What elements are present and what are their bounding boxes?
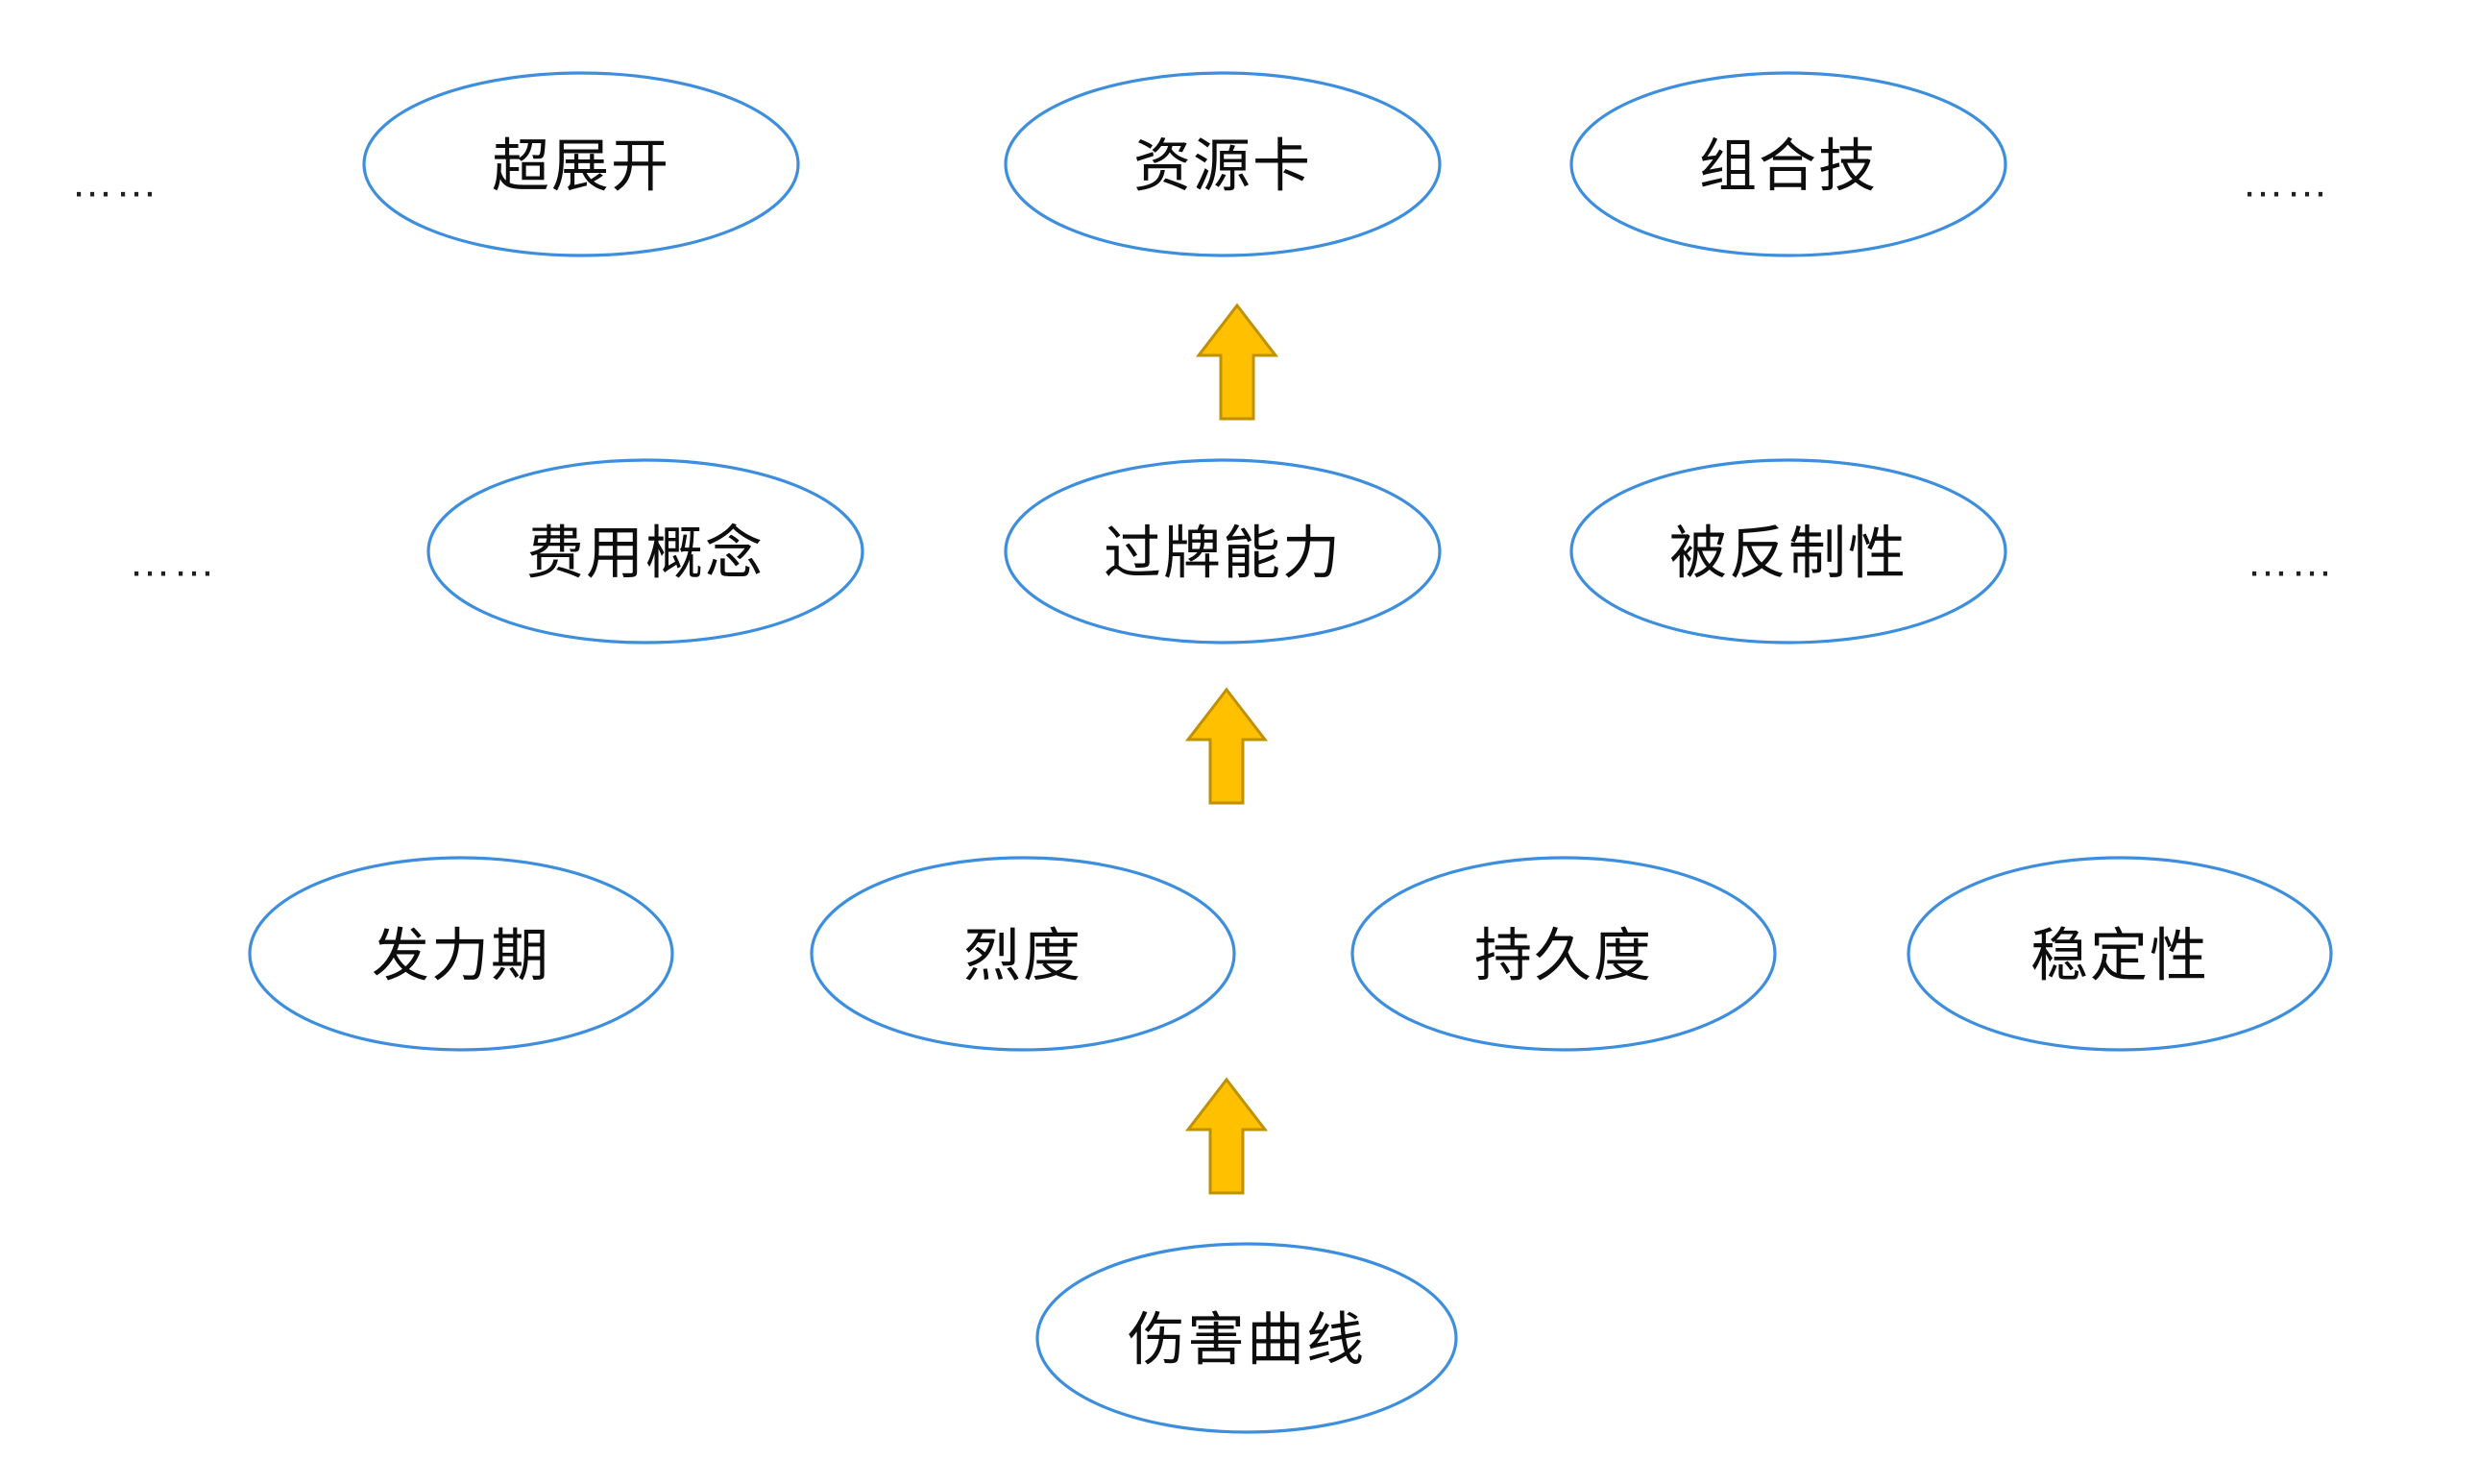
node-label: 费用概念	[526, 522, 765, 586]
arrow-guopai-to-ziyuanka	[1195, 303, 1279, 421]
node-ellipse-shape	[1004, 458, 1442, 645]
node-fei-yong-gai-nian[interactable]: 费用概念	[426, 458, 864, 645]
node-chi-jiu-du[interactable]: 持久度	[1350, 856, 1777, 1052]
node-label: 烈度	[963, 924, 1082, 988]
node-label: 资源卡	[1133, 134, 1312, 199]
node-ellipse-shape	[1907, 856, 2333, 1052]
diagram-row-1: 超展开 资源卡 组合技 …… ……	[71, 71, 2330, 257]
node-ellipse-shape	[1350, 856, 1777, 1052]
arrow-shanghai-to-liedu	[1184, 1077, 1269, 1195]
node-lie-du[interactable]: 烈度	[810, 856, 1236, 1052]
node-label: 被反制性	[1669, 522, 1908, 586]
ellipsis-row1-right: ……	[2242, 159, 2330, 207]
node-label: 过牌能力	[1104, 522, 1342, 586]
node-fa-li-qi[interactable]: 发力期	[248, 856, 674, 1052]
diagram-row-4: 伤害曲线	[1035, 1242, 1458, 1434]
node-ellipse-shape	[1035, 1242, 1458, 1434]
node-guo-pai-neng-li[interactable]: 过牌能力	[1004, 458, 1442, 645]
ellipsis-row1-left: ……	[71, 159, 159, 207]
diagram-row-3: 发力期 烈度 持久度 稳定性	[248, 856, 2333, 1052]
node-label: 持久度	[1474, 924, 1653, 988]
ellipsis-row2-right: ……	[2247, 539, 2335, 586]
node-wen-ding-xing[interactable]: 稳定性	[1907, 856, 2333, 1052]
node-label: 超展开	[492, 134, 670, 199]
node-label: 组合技	[1699, 134, 1878, 199]
ellipsis-row2-left: ……	[129, 539, 217, 586]
node-shang-hai-qu-xian[interactable]: 伤害曲线	[1035, 1242, 1458, 1434]
node-chao-zhan-kai[interactable]: 超展开	[362, 71, 800, 257]
diagram-row-2: 费用概念 过牌能力 被反制性 …… ……	[129, 458, 2335, 645]
node-label: 发力期	[372, 924, 550, 988]
node-ellipse-shape	[810, 856, 1236, 1052]
node-ellipse-shape	[426, 458, 864, 645]
node-ellipse-shape	[248, 856, 674, 1052]
node-ellipse-shape	[1004, 71, 1442, 257]
arrow-liedu-to-guopai	[1184, 687, 1269, 805]
node-label: 稳定性	[2030, 924, 2209, 988]
node-zu-he-ji[interactable]: 组合技	[1569, 71, 2007, 257]
node-ellipse-shape	[1569, 71, 2007, 257]
node-ellipse-shape	[1569, 458, 2007, 645]
node-zi-yuan-ka[interactable]: 资源卡	[1004, 71, 1442, 257]
node-label: 伤害曲线	[1128, 1308, 1366, 1373]
node-bei-fan-zhi-xing[interactable]: 被反制性	[1569, 458, 2007, 645]
node-ellipse-shape	[362, 71, 800, 257]
